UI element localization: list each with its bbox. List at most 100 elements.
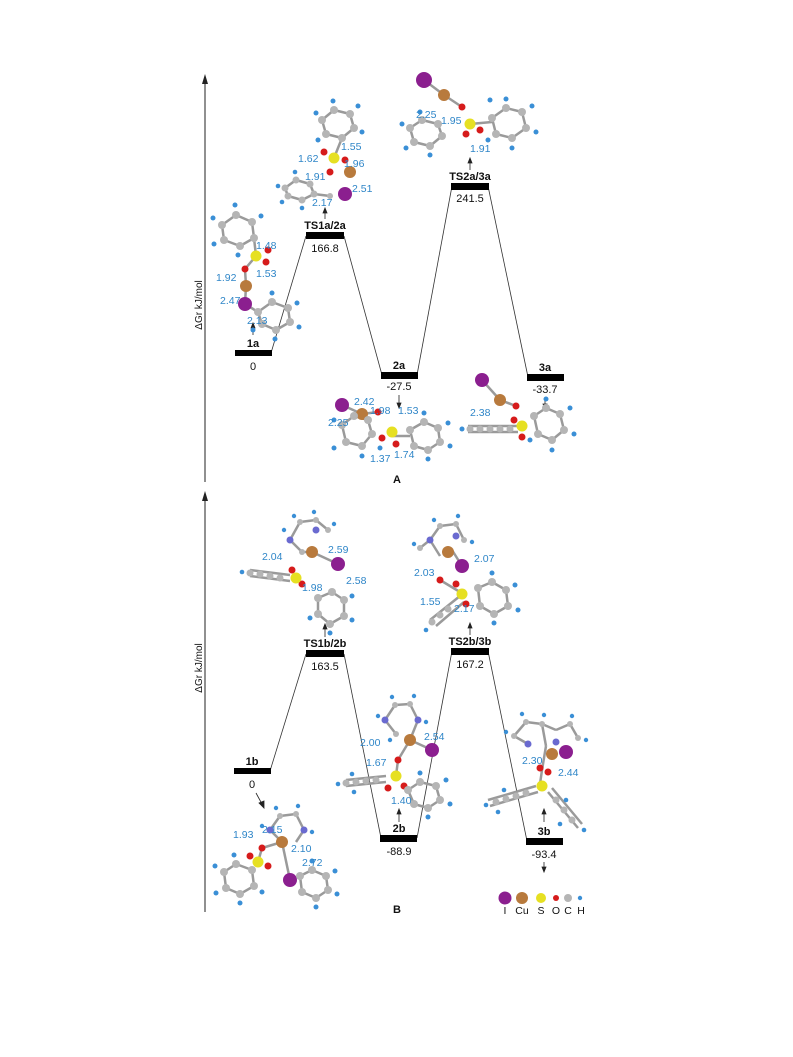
panel-a: ΔGr kJ/mol A 1a 0 TS1a/2a 166.8 2a -27.5… [194, 72, 577, 486]
level-value-2b: -88.9 [386, 846, 411, 858]
level-value-2a: -27.5 [386, 381, 411, 393]
level-value-3b: -93.4 [531, 849, 556, 861]
legend-label-i: I [504, 905, 507, 917]
distance-label: 2.07 [474, 553, 495, 565]
structure-ts1b-2b: 2.04 2.59 1.98 2.58 [239, 509, 367, 636]
level-name-1a: 1a [247, 338, 260, 350]
panel-b: ΔGr kJ/mol B 1b 0 TS1b/2b 163.5 2b -88.9… [194, 491, 589, 917]
level-bar-1b [234, 768, 271, 774]
distance-label: 2.54 [424, 731, 445, 743]
legend-swatch-o [553, 895, 559, 901]
distance-label: 1.91 [470, 143, 491, 155]
distance-label: 2.15 [262, 824, 283, 836]
distance-label: 1.98 [370, 405, 391, 417]
structure-3a: 2.38 [459, 373, 577, 453]
distance-label: 2.44 [558, 767, 579, 779]
distance-label: 1.53 [256, 268, 277, 280]
legend-swatch-h [577, 895, 583, 901]
level-value-3a: -33.7 [532, 384, 557, 396]
legend-label-cu: Cu [515, 905, 529, 917]
distance-label: 2.42 [354, 396, 375, 408]
panel-b-structure-arrows [255, 621, 547, 874]
distance-label: 2.72 [302, 857, 323, 869]
level-value-ts2b-3b: 167.2 [456, 659, 484, 671]
level-name-ts1b-2b: TS1b/2b [304, 638, 347, 650]
level-value-ts2a-3a: 241.5 [456, 193, 484, 205]
distance-label: 1.37 [370, 453, 391, 465]
distance-label: 1.91 [305, 171, 326, 183]
distance-label: 2.59 [328, 544, 349, 556]
level-value-ts1a-2a: 166.8 [311, 243, 339, 255]
legend-swatch-c [564, 894, 572, 902]
legend-label-c: C [564, 905, 572, 917]
distance-label: 2.47 [220, 295, 241, 307]
level-bar-3a [527, 374, 564, 381]
distance-label: 2.25 [328, 417, 349, 429]
legend-label-s: S [537, 905, 544, 917]
distance-label: 1.93 [233, 829, 254, 841]
distance-label: 1.62 [298, 153, 319, 165]
level-name-ts2a-3a: TS2a/3a [449, 171, 491, 183]
level-name-3a: 3a [539, 362, 552, 374]
distance-label: 1.67 [366, 757, 387, 769]
distance-label: 2.03 [414, 567, 435, 579]
level-bar-1a [235, 350, 272, 356]
legend-swatch-i [498, 891, 512, 905]
distance-label: 1.40 [391, 795, 412, 807]
distance-label: 2.58 [346, 575, 367, 587]
panel-a-axis-label: ΔGr kJ/mol [194, 280, 205, 329]
level-bar-ts2b-3b [451, 648, 489, 655]
level-bar-2b [380, 835, 417, 842]
distance-label: 1.55 [420, 596, 441, 608]
panel-a-label: A [393, 474, 401, 486]
structure-ts1a-2a: 1.55 1.62 1.96 1.91 2.51 2.17 [275, 98, 373, 211]
legend-swatch-cu [516, 892, 528, 904]
level-name-ts2b-3b: TS2b/3b [449, 636, 492, 648]
legend-label-o: O [552, 905, 560, 917]
distance-label: 1.92 [216, 272, 237, 284]
distance-label: 2.17 [312, 197, 333, 209]
panel-b-axis-label: ΔGr kJ/mol [194, 643, 205, 692]
level-name-ts1a-2a: TS1a/2a [304, 220, 346, 232]
distance-label: 1.98 [302, 582, 323, 594]
distance-label: 1.55 [341, 141, 362, 153]
legend-label-h: H [577, 905, 585, 917]
level-name-1b: 1b [246, 756, 259, 768]
structure-1b: 1.93 2.15 2.10 2.72 [212, 803, 340, 910]
level-bar-ts2a-3a [451, 183, 489, 190]
distance-label: 2.13 [247, 315, 268, 327]
level-value-1b: 0 [249, 779, 255, 791]
level-bar-ts1a-2a [306, 232, 344, 239]
structure-3b: 2.30 2.44 [483, 711, 589, 833]
distance-label: 1.53 [398, 405, 419, 417]
structure-2a: 2.42 1.98 1.53 2.25 1.37 1.74 [328, 396, 453, 465]
level-bar-ts1b-2b [306, 650, 344, 657]
distance-label: 2.00 [360, 737, 381, 749]
panel-b-label: B [393, 904, 401, 916]
level-name-3b: 3b [538, 826, 551, 838]
distance-label: 1.74 [394, 449, 415, 461]
distance-label: 1.95 [441, 115, 462, 127]
level-bar-2a [381, 372, 418, 379]
atom-legend: I Cu S O C H [498, 891, 585, 917]
structure-ts2a-3a: 2.25 1.95 1.91 [399, 72, 539, 158]
distance-label: 2.25 [416, 109, 437, 121]
panel-a-pathway-lines [270, 185, 529, 378]
distance-label: 2.17 [454, 603, 475, 615]
level-bar-3b [526, 838, 563, 845]
structure-1a: 1.48 1.53 1.92 2.47 2.13 [210, 202, 302, 342]
distance-label: 2.30 [522, 755, 543, 767]
level-name-2b: 2b [393, 823, 406, 835]
distance-label: 2.10 [291, 843, 312, 855]
distance-label: 1.96 [344, 158, 365, 170]
level-name-2a: 2a [393, 360, 406, 372]
distance-label: 2.51 [352, 183, 373, 195]
level-value-ts1b-2b: 163.5 [311, 661, 339, 673]
legend-swatch-s [536, 893, 546, 903]
structure-ts2b-3b: 2.03 2.07 1.55 2.17 [411, 513, 521, 633]
distance-label: 2.38 [470, 407, 491, 419]
distance-label: 2.04 [262, 551, 283, 563]
level-value-1a: 0 [250, 361, 256, 373]
structure-2b: 2.00 2.54 1.67 1.40 [335, 693, 453, 820]
